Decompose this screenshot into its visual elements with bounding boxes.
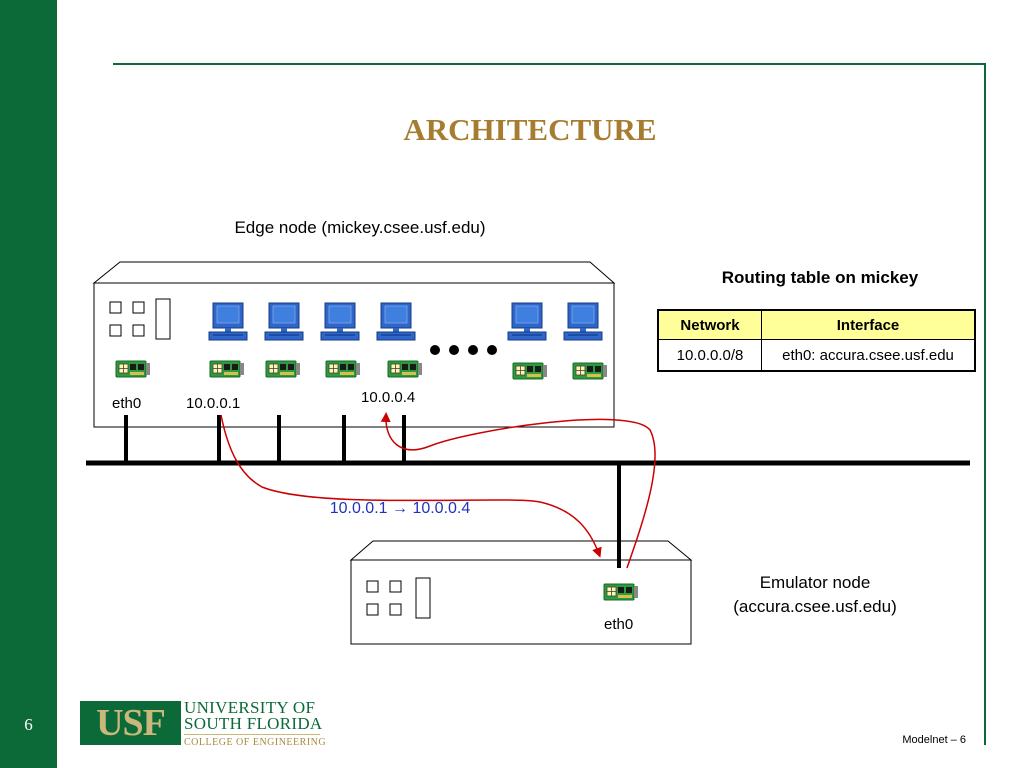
computer-icon [376,302,416,341]
route-arrow-to-emulator [220,414,602,558]
cell-network: 10.0.0.0/8 [657,339,762,372]
computer-icon [563,302,603,341]
computer-icon [208,302,248,341]
network-card-icon [115,360,151,378]
network-card-icon [387,360,423,378]
usf-logo-line2: SOUTH FLORIDA [184,714,323,733]
column-header-network: Network [657,309,762,340]
network-card-icon [325,360,361,378]
vif-10-0-0-4-label: 10.0.0.4 [361,389,416,406]
emulator-node-label-line2: (accura.csee.usf.edu) [733,597,897,616]
emulator-node-label-line1: Emulator node [759,573,871,592]
edge-node-box [92,261,616,428]
slide-title: ARCHITECTURE [403,112,657,147]
computer-icon [264,302,304,341]
cell-interface: eth0: accura.csee.usf.edu [761,339,976,372]
network-card-icon [512,362,548,380]
network-card-icon [572,362,608,380]
column-header-interface: Interface [761,309,976,340]
usf-logo-mark: USF [80,701,181,745]
emulator-node-label: Emulator node (accura.csee.usf.edu) [700,571,930,619]
network-card-icon [603,583,639,601]
edge-node-panel-lights [109,298,171,340]
table-header-row: Network Interface [657,309,976,340]
slide-number: 6 [24,715,33,734]
route-label: 10.0.0.1 → 10.0.0.4 [329,500,471,517]
network-card-icon [209,360,245,378]
edge-node-drops [124,415,406,463]
more-hosts-ellipsis [430,345,497,355]
usf-logo-line1: UNIVERSITY OF [184,698,316,717]
computer-icon [320,302,360,341]
table-row: 10.0.0.0/8 eth0: accura.csee.usf.edu [657,339,976,372]
computer-icon [507,302,547,341]
right-rule [984,63,986,745]
emulator-eth0-label: eth0 [604,616,634,633]
routing-table: Network Interface 10.0.0.0/8 eth0: accur… [657,309,976,372]
emulator-node-panel-lights [366,577,431,619]
usf-logo-line3: COLLEGE OF ENGINEERING [184,737,327,748]
slide-footer: Modelnet – 6 [902,734,966,746]
usf-logo-rule [184,734,320,735]
network-card-icon [265,360,301,378]
top-rule [113,63,986,65]
route-arrow-to-host [380,412,656,569]
edge-node-label: Edge node (mickey.csee.usf.edu) [234,218,486,237]
vif-10-0-0-1-label: 10.0.0.1 [186,395,241,412]
left-sidebar [0,0,57,768]
routing-table-title: Routing table on mickey [721,268,919,287]
emulator-node-box [349,540,693,645]
eth0-label: eth0 [112,395,142,412]
